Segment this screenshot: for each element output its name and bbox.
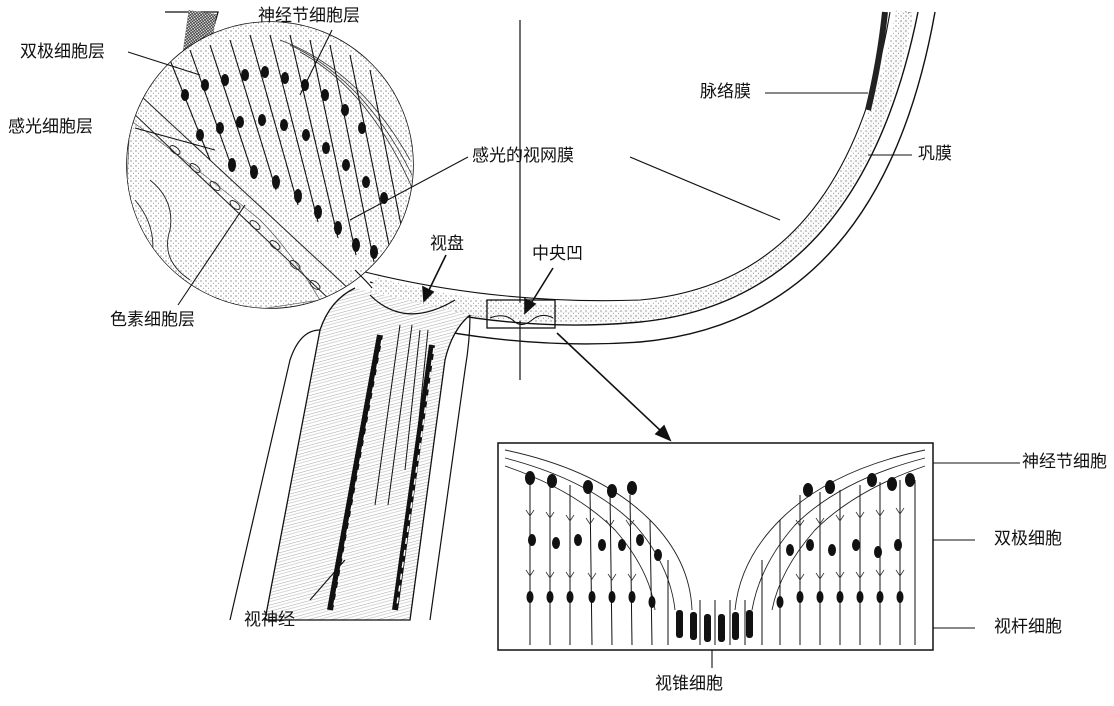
label-bipolar-cell: 双极细胞 xyxy=(994,531,1062,548)
label-ganglion-layer: 神经节细胞层 xyxy=(258,8,360,25)
label-rod-cell: 视杆细胞 xyxy=(994,619,1062,636)
pointer-arrows xyxy=(423,255,670,440)
optic-nerve xyxy=(230,288,470,620)
label-pigment-layer: 色素细胞层 xyxy=(110,312,195,329)
fovea-detail-box xyxy=(498,443,933,668)
label-ganglion-cell: 神经节细胞 xyxy=(1022,454,1107,471)
label-cone-cell: 视锥细胞 xyxy=(655,676,723,693)
label-fovea: 中央凹 xyxy=(532,246,583,263)
label-bipolar-layer: 双极细胞层 xyxy=(20,44,105,61)
label-sclera: 巩膜 xyxy=(918,146,952,163)
label-photoreceptor-layer: 感光细胞层 xyxy=(8,119,93,136)
label-optic-nerve: 视神经 xyxy=(244,612,295,629)
label-choroid: 脉络膜 xyxy=(700,84,751,101)
label-photosensitive-retina: 感光的视网膜 xyxy=(472,148,574,165)
label-optic-disc: 视盘 xyxy=(430,236,464,253)
eyeball-wall xyxy=(350,12,935,344)
